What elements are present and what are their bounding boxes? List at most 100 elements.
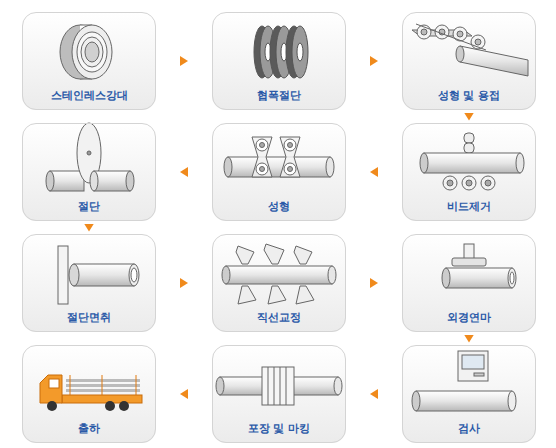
forming-icon-part [284,163,296,175]
step-label: 외경연마 [447,311,491,325]
process-box: 포장 및 마킹 [212,345,346,443]
flow-arrow [469,332,470,345]
step-label: 직선교정 [257,311,301,325]
flow-arrow [156,172,212,173]
coil-icon [60,25,112,79]
bead-removal-icon-part [516,153,524,173]
polishing-icon-part [452,258,486,266]
box-backgrounds-part [22,345,156,443]
process-box: 협폭절단 [212,12,346,110]
slit-coil-icon [254,26,308,78]
process-box: 스테인레스강대 [22,12,156,110]
process-box: 성형 [212,123,346,221]
forming-welding-icon-part [457,31,463,37]
chamfering-icon-part [131,268,137,282]
truck-icon-part [119,401,129,411]
flow-arrow [346,61,402,62]
cutting-icon-part [46,171,54,191]
slit-coil-icon-part [292,26,308,78]
flow-arrow [89,221,90,234]
box-backgrounds-part [212,234,346,332]
forming-icon-part [288,143,293,148]
process-box: 직선교정 [212,234,346,332]
forming-welding-icon-part [416,24,486,50]
inspection-icon [412,351,516,411]
inspection-icon-part [416,391,512,411]
straightening-icon-part [264,244,284,264]
polishing-icon-part [510,272,514,284]
forming-welding-icon [412,24,528,76]
box-backgrounds-part [22,234,156,332]
polishing-icon-part [442,268,450,288]
cutting-icon-part [90,171,98,191]
step-label: 검사 [458,422,480,436]
chamfering-icon-part [74,264,134,286]
flow-arrow [346,172,402,173]
chamfering-icon-part [58,246,68,304]
bead-removal-icon-part [424,153,520,173]
forming-icon-part [326,157,334,177]
polishing-icon [442,244,516,288]
inspection-icon-part [458,351,488,381]
straightening-icon-part [294,246,312,264]
step-label: 협폭절단 [257,89,301,103]
cutting-icon-part [50,171,84,191]
bead-removal-icon [420,133,524,190]
process-box: 출하 [22,345,156,443]
forming-welding-icon-part [460,46,528,76]
forming-welding-icon-part [475,39,481,45]
truck-icon-part [66,379,140,382]
packing-icon-part [262,367,294,405]
truck-icon [40,375,142,411]
truck-icon-part [66,389,140,392]
forming-icon-part [252,137,272,177]
bead-removal-icon-part [485,180,491,186]
slit-coil-icon-part [297,43,303,61]
truck-icon-part [49,379,59,388]
coil-icon-part [81,37,103,67]
polishing-icon-part [446,268,512,288]
forming-welding-icon-part [456,46,464,62]
step-label: 성형 및 용접 [438,89,501,103]
straightening-icon-part [236,246,254,264]
chamfering-icon-part [129,264,139,286]
straightening-icon-part [268,286,286,304]
bead-removal-icon-part [447,180,453,186]
bead-removal-icon-part [464,133,474,143]
forming-icon-part [288,167,293,172]
chamfering-icon [58,246,139,304]
step-label: 출하 [78,422,100,436]
flow-arrow [346,283,402,284]
forming-icon [224,137,334,177]
coil-icon-part [72,25,112,79]
flow-arrow [156,283,212,284]
forming-icon-part [280,137,300,177]
bead-removal-icon-part [464,143,474,153]
cutting-icon-part [94,171,130,191]
straightening-icon [222,244,336,304]
truck-icon-part [47,401,57,411]
forming-icon-part [228,157,330,177]
packing-icon-part [216,377,224,395]
box-backgrounds-part [402,123,536,221]
step-label: 비드제거 [447,200,491,214]
straightening-icon-part [226,266,332,284]
process-box: 외경연마 [402,234,536,332]
process-box: 절단면취 [22,234,156,332]
forming-icon-part [256,163,268,175]
packing-icon-part [280,367,281,405]
forming-icon-part [256,139,268,151]
forming-icon-part [260,143,265,148]
chamfering-icon-part [69,264,79,286]
coil-icon-part [77,32,107,72]
forming-icon-part [260,167,265,172]
bead-removal-icon-part [462,176,476,190]
truck-icon-part [62,395,142,403]
box-backgrounds-part [402,234,536,332]
process-box: 절단 [22,123,156,221]
step-label: 절단면취 [67,311,111,325]
cutting-icon-part [126,171,134,191]
bead-removal-icon-part [466,180,472,186]
straightening-icon-part [328,266,336,284]
